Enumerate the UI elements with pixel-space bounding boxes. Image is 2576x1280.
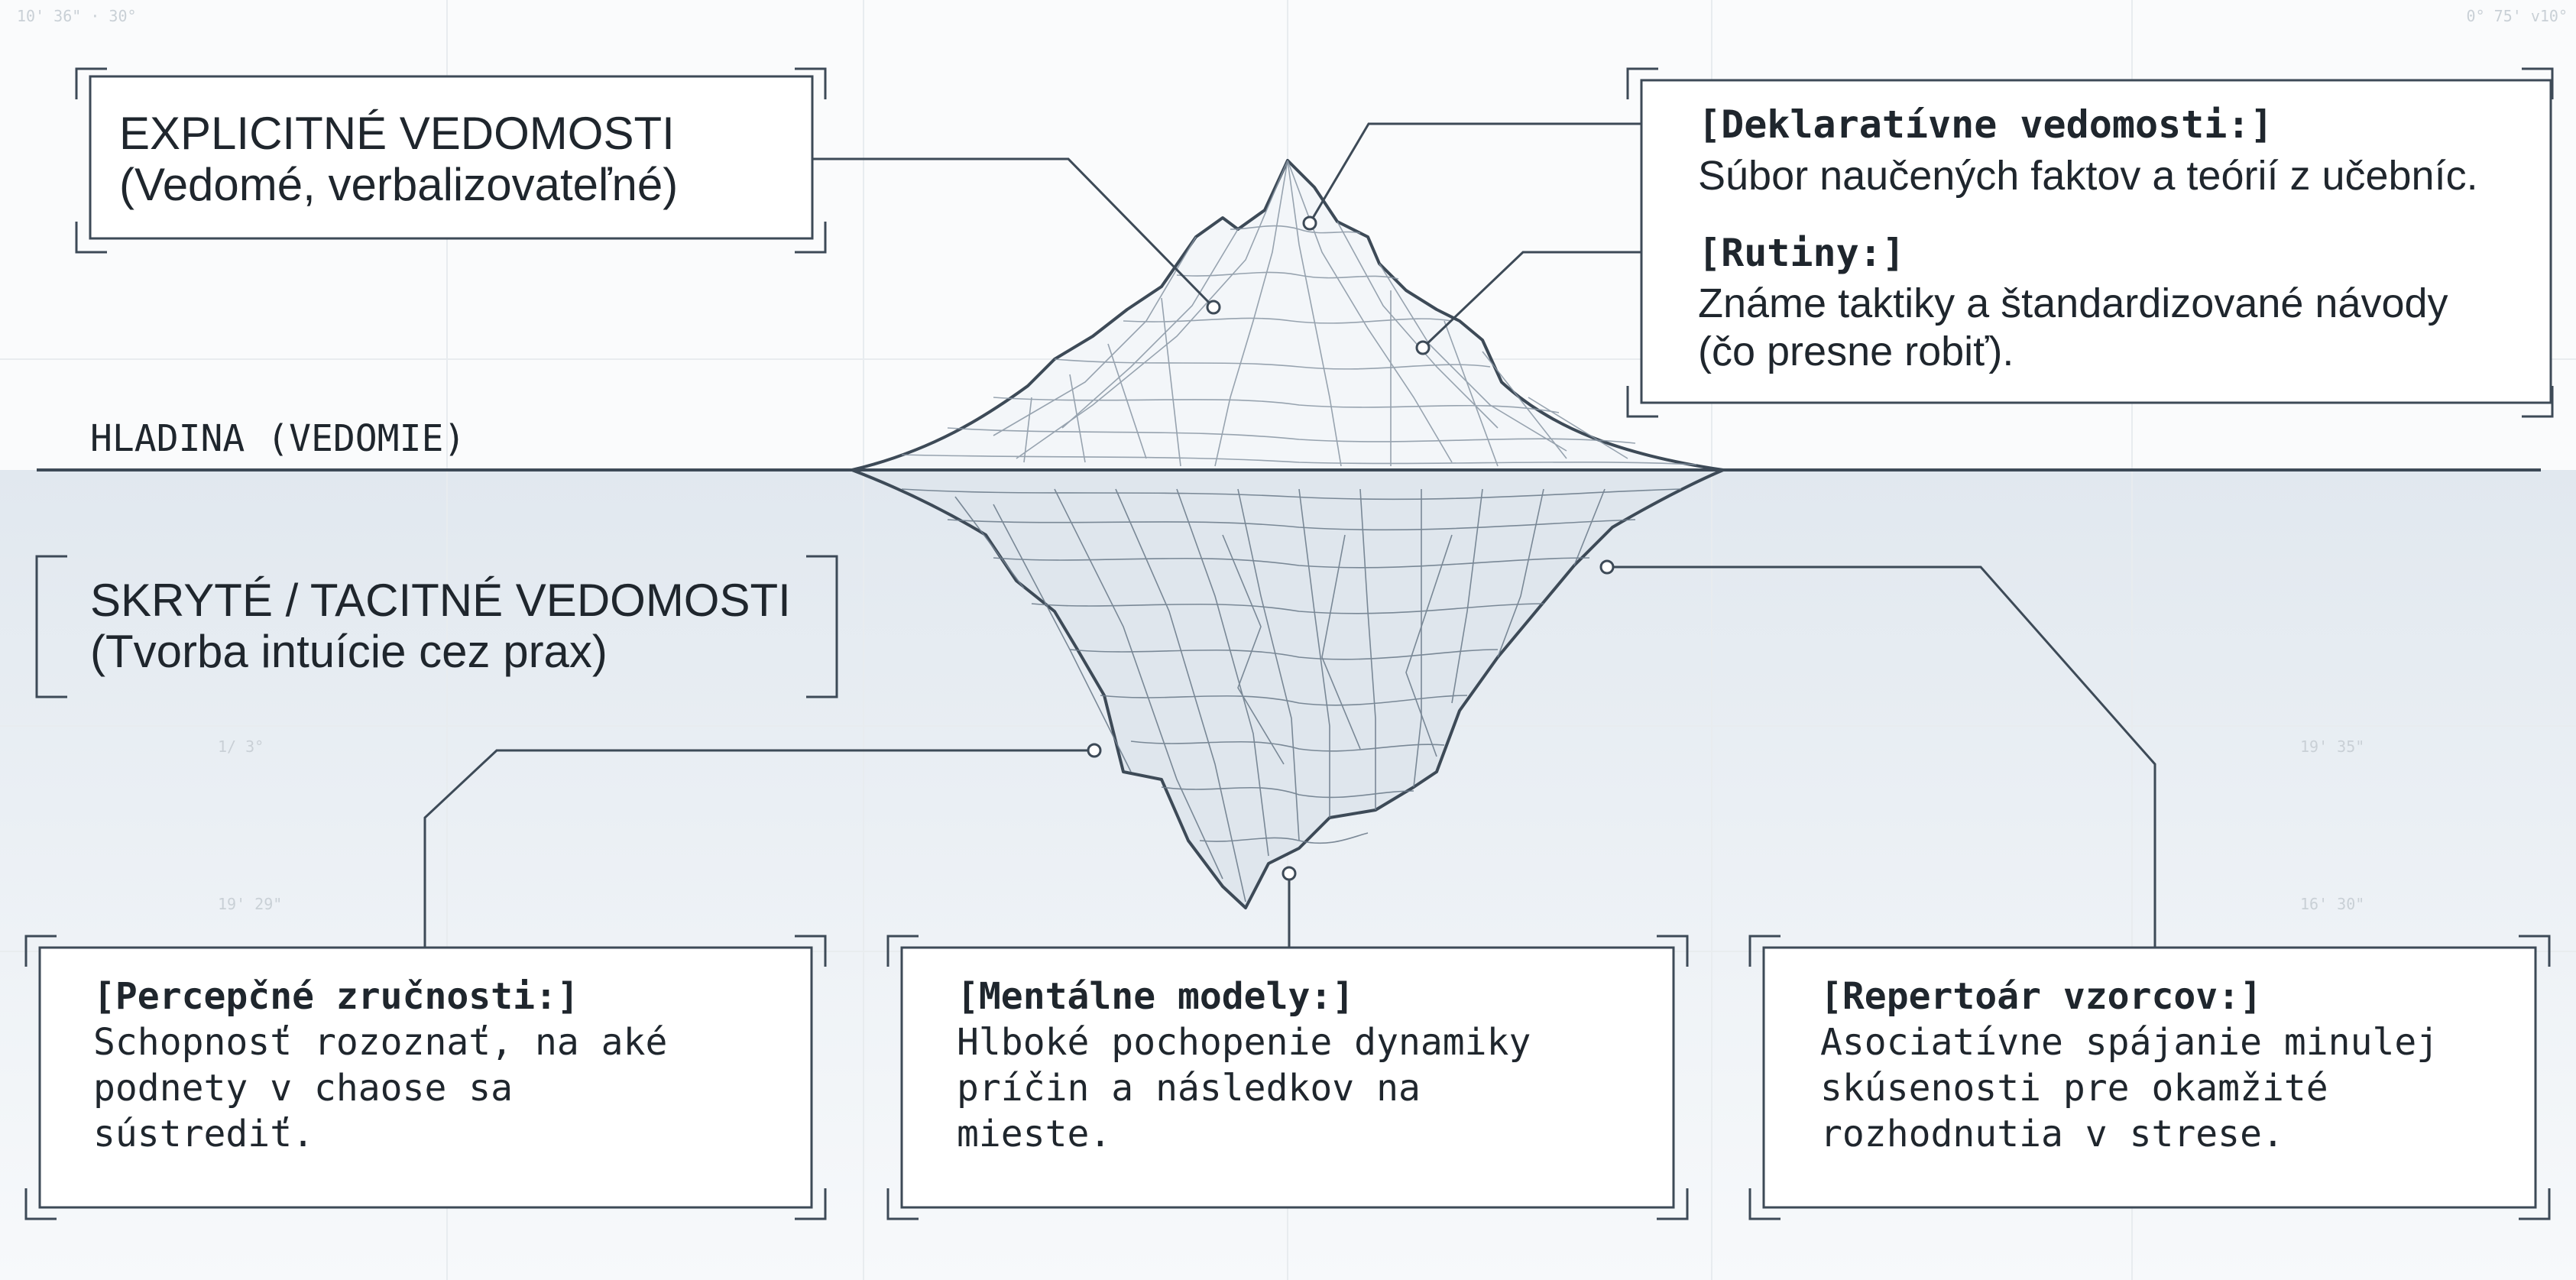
coord-label: 0° 75' v10° (2467, 7, 2568, 25)
connector-explicit (812, 157, 1215, 309)
perceptual-text: sústrediť. (93, 1113, 314, 1155)
mental-text: príčin a následkov na (957, 1067, 1421, 1110)
waterline-label: HLADINA (VEDOMIE) (90, 417, 465, 460)
iceberg-underwater-mesh (901, 488, 1682, 902)
anchor-dot (1206, 300, 1221, 315)
iceberg (851, 159, 1725, 909)
declarative-text: Súbor naučených faktov a teórií z učební… (1698, 153, 2478, 199)
explicit-title: EXPLICITNÉ VEDOMOSTI (119, 108, 675, 159)
routines-text: (čo presne robiť). (1698, 329, 2014, 374)
declarative-heading: [Deklaratívne vedomosti:] (1698, 102, 2273, 147)
iceberg-tip (851, 159, 1725, 471)
coord-label: 10' 36" · 30° (17, 7, 137, 25)
corner-brackets (886, 935, 1689, 1220)
explicit-label-box: EXPLICITNÉ VEDOMOSTI (Vedomé, verbalizov… (75, 67, 827, 254)
patterns-box: [Repertoár vzorcov:] Asociatívne spájani… (1748, 935, 2551, 1220)
tacit-subtitle: (Tvorba intuície cez prax) (90, 626, 608, 677)
routines-heading: [Rutiny:] (1698, 231, 1905, 275)
connectors (423, 122, 2156, 948)
mental-box: [Mentálne modely:] Hlboké pochopenie dyn… (886, 935, 1689, 1220)
coord-label: 1/ 3° (218, 737, 264, 756)
background-coordinates: 10' 36" · 30° 0° 75' v10° 1/ 3° 19' 29" … (17, 7, 2568, 913)
connector-perceptual (423, 749, 1094, 948)
perceptual-text: Schopnosť rozoznať, na aké (93, 1021, 667, 1064)
anchor-dot (1302, 215, 1317, 231)
iceberg-tip-mesh (901, 160, 1697, 467)
corner-brackets (35, 555, 838, 698)
corner-brackets (75, 67, 827, 254)
explicit-detail-box: [Deklaratívne vedomosti:] Súbor naučenýc… (1626, 67, 2554, 418)
explicit-subtitle: (Vedomé, verbalizovateľné) (119, 159, 678, 210)
perceptual-heading: [Percepčné zručnosti:] (93, 975, 579, 1018)
anchor-dot (1415, 340, 1431, 355)
connector-dots (1087, 215, 1615, 881)
mental-heading: [Mentálne modely:] (957, 975, 1354, 1018)
coord-label: 19' 29" (218, 895, 282, 913)
coord-label: 16' 30" (2300, 895, 2364, 913)
routines-text: Známe taktiky a štandardizované návody (1698, 280, 2448, 326)
corner-brackets (1748, 935, 2551, 1220)
anchor-dot (1599, 559, 1615, 575)
patterns-text: skúsenosti pre okamžité (1820, 1067, 2328, 1110)
mental-text: Hlboké pochopenie dynamiky (957, 1021, 1531, 1064)
anchor-dot (1087, 743, 1102, 758)
patterns-text: rozhodnutia v strese. (1820, 1113, 2284, 1155)
corner-brackets (24, 935, 827, 1220)
coord-label: 19' 35" (2300, 737, 2364, 756)
connector-declarative (1308, 122, 1685, 224)
perceptual-text: podnety v chaose sa (93, 1067, 513, 1110)
iceberg-underwater (851, 468, 1725, 909)
perceptual-box: [Percepčné zručnosti:] Schopnosť rozozna… (24, 935, 827, 1220)
tacit-label-box: SKRYTÉ / TACITNÉ VEDOMOSTI (Tvorba intuí… (35, 555, 838, 698)
tacit-title: SKRYTÉ / TACITNÉ VEDOMOSTI (90, 575, 791, 626)
connector-patterns (1607, 565, 2156, 948)
connector-routines (1421, 251, 1685, 349)
corner-brackets (1626, 67, 2554, 418)
mental-text: mieste. (957, 1113, 1111, 1155)
patterns-heading: [Repertoár vzorcov:] (1820, 975, 2262, 1018)
anchor-dot (1282, 866, 1297, 881)
patterns-text: Asociatívne spájanie minulej (1820, 1021, 2438, 1064)
